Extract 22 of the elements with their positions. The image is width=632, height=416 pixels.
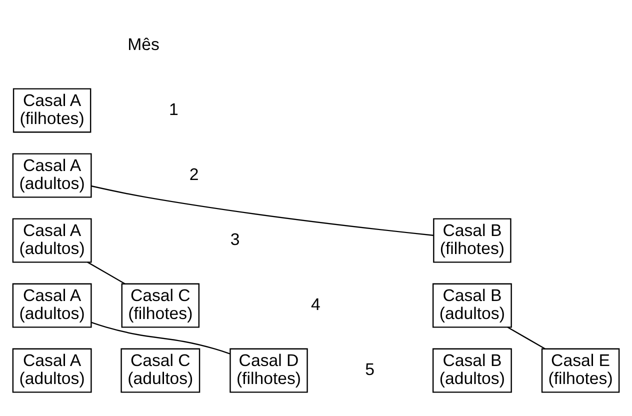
connector [91,185,434,236]
node-box: Casal C (adultos) [120,348,200,393]
node-box: Casal B (filhotes) [433,218,512,263]
connector [507,326,546,350]
node-box: Casal A (adultos) [12,283,92,328]
node-box: Casal D (filhotes) [230,348,308,393]
label: 5 [365,360,375,379]
label: 4 [311,294,320,314]
node-box: Casal A (adultos) [12,218,92,263]
node-box: Casal A (filhotes) [12,88,92,133]
label: 3 [230,230,240,249]
label: 2 [189,164,199,184]
connector [91,322,230,354]
node-box: Casal C (filhotes) [121,283,200,328]
connector [87,262,126,284]
node-box: Casal B (adultos) [432,348,512,393]
label: 1 [168,100,178,119]
node-box: Casal A (adultos) [12,153,92,198]
node-box: Casal B (adultos) [432,283,512,328]
node-box: Casal E (filhotes) [541,348,620,393]
label: Mês [128,34,160,54]
node-box: Casal A (adultos) [12,348,92,393]
